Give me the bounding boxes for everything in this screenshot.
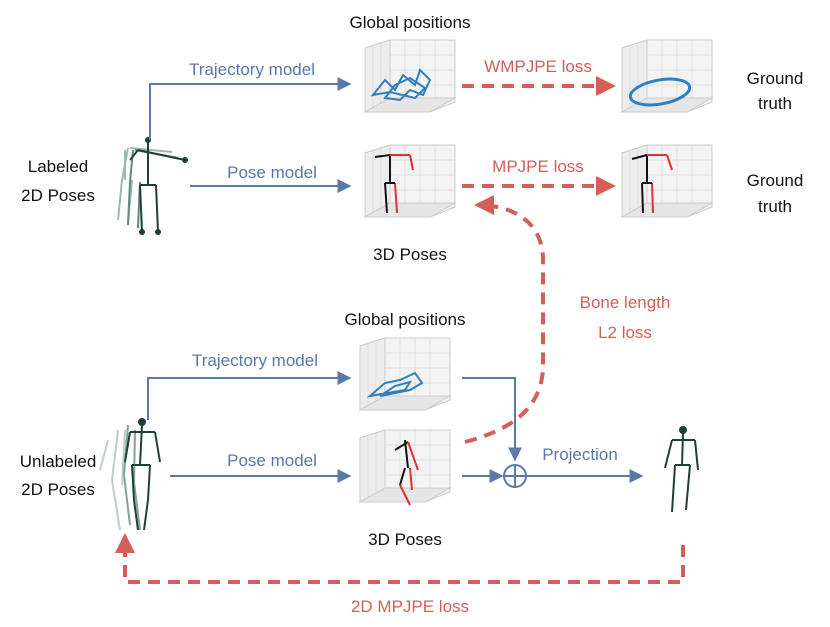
unlabeled-label-line2: 2D Poses [21, 480, 95, 499]
top-trajectory-arrow [149, 77, 352, 140]
top-pose-model-label: Pose model [227, 163, 317, 182]
projected-2d-pose-skeleton [664, 426, 699, 513]
bone-loss-label-line1: Bone length [580, 293, 671, 312]
bottom-trajectory-model-label: Trajectory model [192, 351, 318, 370]
ground-truth-1-line1: Ground [747, 69, 804, 88]
bottom-global-positions-plot [359, 337, 451, 411]
ground-truth-trajectory-plot [621, 39, 713, 113]
mpjpe-loss-label: MPJPE loss [492, 157, 584, 176]
unlabeled-2d-poses-skeleton [99, 418, 161, 531]
bone-loss-label-line2: L2 loss [598, 323, 652, 342]
mpjpe-2d-loss-label: 2D MPJPE loss [351, 597, 469, 616]
bottom-trajectory-arrow [147, 371, 352, 420]
bottom-global-positions-title: Global positions [345, 310, 466, 329]
top-3d-poses-plot [364, 144, 456, 218]
bottom-3d-poses-plot [359, 429, 451, 506]
projection-label: Projection [542, 445, 618, 464]
labeled-2d-poses-skeleton [117, 137, 188, 235]
ground-truth-pose-plot [621, 144, 713, 218]
top-global-positions-plot [364, 39, 456, 113]
unlabeled-label-line1: Unlabeled [20, 452, 97, 471]
top-global-positions-title: Global positions [350, 13, 471, 32]
labeled-label-line2: 2D Poses [21, 186, 95, 205]
labeled-label-line1: Labeled [28, 157, 89, 176]
projection-sum-icon [503, 464, 527, 488]
ground-truth-1-line2: truth [758, 94, 792, 113]
top-trajectory-model-label: Trajectory model [189, 60, 315, 79]
bottom-pose-model-label: Pose model [227, 451, 317, 470]
bone-length-loss-arrow [464, 195, 545, 444]
bottom-3d-poses-label: 3D Poses [368, 530, 442, 549]
wmpjpe-loss-label: WMPJPE loss [484, 57, 592, 76]
trajectory-to-projection-arrow [462, 377, 522, 462]
ground-truth-2-line2: truth [758, 197, 792, 216]
top-3d-poses-label: 3D Poses [373, 245, 447, 264]
ground-truth-2-line1: Ground [747, 171, 804, 190]
